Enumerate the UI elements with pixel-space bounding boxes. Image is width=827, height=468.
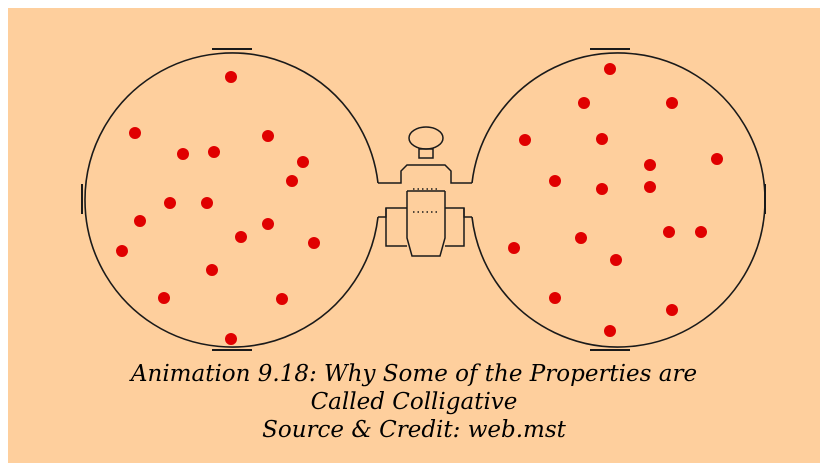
caption-line-2: Called Colligative (310, 389, 518, 415)
left-bulb-particles (116, 71, 320, 345)
particle (164, 197, 176, 209)
left-bulb-outline (84, 52, 379, 348)
right-bulb-outline (471, 52, 766, 348)
particle (663, 226, 675, 238)
particle (575, 232, 587, 244)
particle (644, 159, 656, 171)
particle (134, 215, 146, 227)
particle (177, 148, 189, 160)
stopcock-valve (378, 126, 472, 257)
particle (508, 242, 520, 254)
particle (225, 333, 237, 345)
figure-panel: Animation 9.18: Why Some of the Properti… (8, 8, 820, 463)
stopcock-handle (408, 126, 444, 150)
particle (695, 226, 707, 238)
two-bulb-apparatus-diagram (81, 48, 766, 351)
particle (549, 175, 561, 187)
particle (604, 63, 616, 75)
particle (308, 237, 320, 249)
particle (297, 156, 309, 168)
particle (610, 254, 622, 266)
particle (666, 304, 678, 316)
particle (286, 175, 298, 187)
right-bulb-particles (508, 63, 723, 337)
caption-line-1: Animation 9.18: Why Some of the Properti… (130, 361, 698, 387)
particle (158, 292, 170, 304)
particle (262, 130, 274, 142)
particle (604, 325, 616, 337)
particle (235, 231, 247, 243)
particle (596, 183, 608, 195)
particle (596, 133, 608, 145)
particle (262, 218, 274, 230)
caption-line-3: Source & Credit: web.mst (262, 417, 566, 443)
particle (666, 97, 678, 109)
particle (206, 264, 218, 276)
particle (225, 71, 237, 83)
particle (578, 97, 590, 109)
bulb-tick-marks (81, 48, 766, 351)
particle (129, 127, 141, 139)
particle (519, 134, 531, 146)
particle (644, 181, 656, 193)
figure-caption: Animation 9.18: Why Some of the Properti… (8, 360, 820, 444)
particle (549, 292, 561, 304)
particle (208, 146, 220, 158)
particle (711, 153, 723, 165)
particle (201, 197, 213, 209)
particle (276, 293, 288, 305)
particle (116, 245, 128, 257)
